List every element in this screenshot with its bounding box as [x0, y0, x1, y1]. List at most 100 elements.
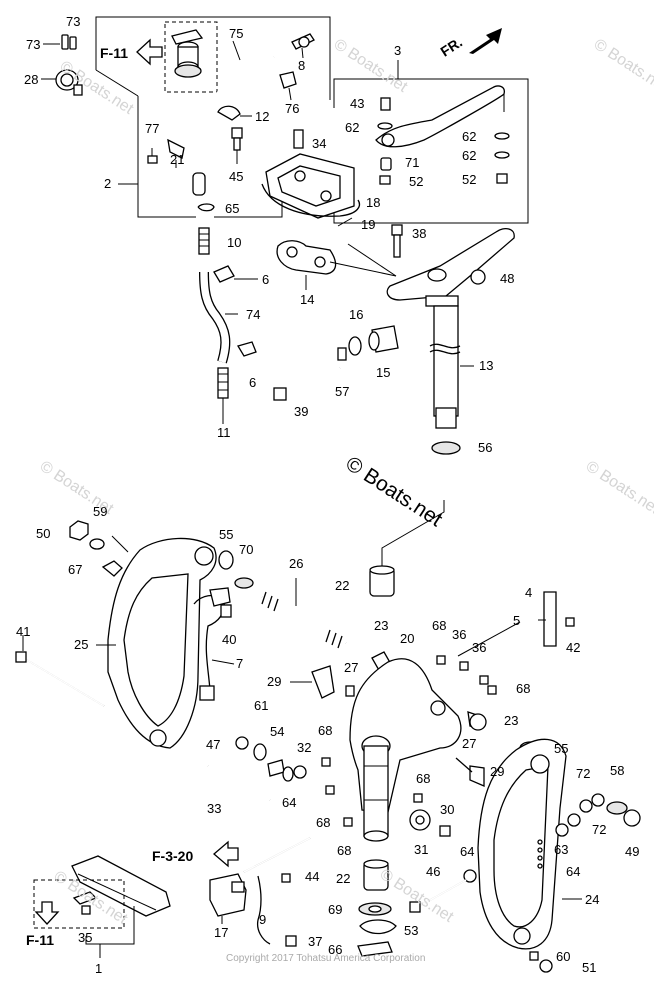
part-label: 65 — [225, 201, 240, 216]
f11-inset-box — [164, 21, 218, 93]
part-label: 19 — [361, 217, 376, 232]
part-label: 31 — [414, 842, 429, 857]
box-3-top — [333, 60, 399, 108]
part-label: 46 — [426, 864, 441, 879]
part-label: 45 — [229, 169, 244, 184]
part-label: 68 — [432, 618, 447, 633]
part-label: 6 — [249, 375, 257, 390]
part-label: 68 — [516, 681, 531, 696]
part-label: 60 — [556, 949, 571, 964]
part-label: 34 — [312, 136, 327, 151]
part-label: 28 — [24, 72, 39, 87]
part-label: 11 — [217, 425, 231, 440]
part-label: 22 — [335, 578, 350, 593]
part-label: 72 — [592, 822, 607, 837]
part-label: 20 — [400, 631, 415, 646]
part-label: 64 — [282, 795, 297, 810]
part-label: 56 — [478, 440, 493, 455]
part-label: 76 — [285, 101, 300, 116]
part-label: 30 — [440, 802, 455, 817]
part-label: 27 — [344, 660, 359, 675]
part-label: 37 — [308, 934, 323, 949]
part-label: 70 — [239, 542, 254, 557]
part-17 — [209, 873, 247, 917]
front-arrow — [469, 28, 502, 54]
part-label: 55 — [554, 741, 569, 756]
part-1 — [71, 855, 171, 917]
leader-22 — [381, 500, 445, 568]
part-label: 54 — [270, 724, 285, 739]
part-label: 2 — [104, 176, 112, 191]
part-label: 12 — [255, 109, 270, 124]
part-label: 29 — [267, 674, 282, 689]
part-label: 24 — [585, 892, 600, 907]
part-label: 49 — [625, 844, 640, 859]
part-label: 55 — [219, 527, 234, 542]
part-label: 68 — [416, 771, 431, 786]
part-label: 61 — [254, 698, 269, 713]
part-label: 68 — [318, 723, 333, 738]
part-label: 44 — [305, 869, 320, 884]
part-label: 33 — [207, 801, 222, 816]
part-label: 47 — [206, 737, 221, 752]
part-label: 58 — [610, 763, 625, 778]
part-label: 66 — [328, 942, 343, 957]
part-label: 40 — [222, 632, 237, 647]
part-label: 21 — [170, 152, 185, 167]
part-label: 75 — [229, 26, 244, 41]
part-label: 42 — [566, 640, 581, 655]
part-label: 5 — [513, 613, 521, 628]
part-label: 13 — [479, 358, 494, 373]
part-label: 52 — [409, 174, 424, 189]
f11-lower-arrow — [34, 901, 60, 925]
part-label: 73 — [66, 14, 81, 29]
part-label: 6 — [262, 272, 270, 287]
part-label: 14 — [300, 292, 315, 307]
part-label: 4 — [525, 585, 533, 600]
box-2-outline — [137, 96, 196, 218]
part-label: 10 — [227, 235, 242, 250]
part-label: 69 — [328, 902, 343, 917]
part-label: 27 — [462, 736, 477, 751]
part-label: 18 — [366, 195, 381, 210]
part-label: 59 — [93, 504, 108, 519]
part-label: 36 — [472, 640, 487, 655]
part-label: 3 — [394, 43, 402, 58]
part-label: 64 — [460, 844, 475, 859]
part-label: 17 — [214, 925, 229, 940]
part-label: 23 — [374, 618, 389, 633]
part-label: 29 — [490, 764, 505, 779]
part-label: 71 — [405, 155, 420, 170]
part-label: 15 — [376, 365, 391, 380]
part-label: 8 — [298, 58, 306, 73]
part-label: 62 — [462, 129, 477, 144]
part-label: 52 — [462, 172, 477, 187]
f320-arrow — [213, 840, 239, 868]
box-2-top — [95, 16, 331, 100]
part-label: 53 — [404, 923, 419, 938]
part-label: 50 — [36, 526, 51, 541]
part-label: 9 — [259, 912, 267, 927]
part-label: 23 — [504, 713, 519, 728]
part-label: 7 — [236, 656, 244, 671]
part-label: 35 — [78, 930, 93, 945]
part-label: 16 — [349, 307, 364, 322]
part-label: 68 — [337, 843, 352, 858]
f11-arrow — [136, 38, 163, 66]
part-label: 26 — [289, 556, 304, 571]
part-label: 25 — [74, 637, 89, 652]
part-label: 51 — [582, 960, 597, 975]
part-label: 43 — [350, 96, 365, 111]
part-label: 77 — [145, 121, 160, 136]
part-label: 36 — [452, 627, 467, 642]
part-label: 64 — [566, 864, 581, 879]
part-label: 38 — [412, 226, 427, 241]
ref-f11-bottom: F-11 — [26, 932, 55, 948]
part-label: 1 — [95, 961, 103, 976]
ref-f11-top: F-11 — [100, 45, 129, 61]
part-label: 68 — [316, 815, 331, 830]
part-label: 72 — [576, 766, 591, 781]
part-label: 39 — [294, 404, 309, 419]
